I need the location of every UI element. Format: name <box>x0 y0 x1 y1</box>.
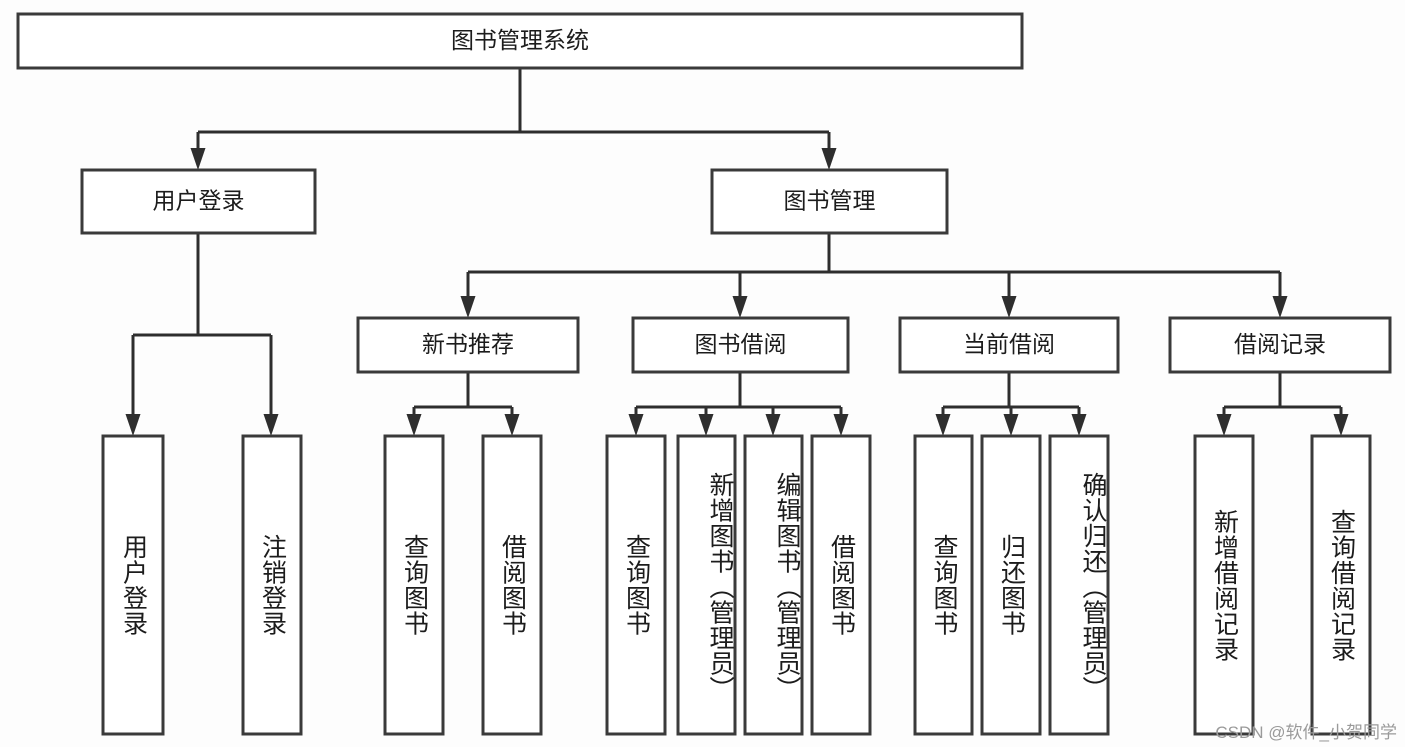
node-leaf-3[interactable] <box>383 434 445 736</box>
node-leaf-6[interactable] <box>676 434 737 736</box>
node-leaf-4[interactable] <box>481 434 543 736</box>
node-leaf-10[interactable] <box>980 434 1042 736</box>
node-leaf-8[interactable] <box>810 434 872 736</box>
node-level2-label-3: 当前借阅 <box>963 331 1055 357</box>
node-level2-label-2: 图书借阅 <box>695 331 787 357</box>
node-level1-2[interactable] <box>710 168 949 235</box>
node-level1-label-1: 用户登录 <box>153 188 245 214</box>
watermark: CSDN @软件_小贺同学 <box>1215 723 1397 742</box>
node-leaf-5[interactable] <box>605 434 667 736</box>
node-level2-3[interactable] <box>898 316 1120 374</box>
node-leaf-12[interactable] <box>1193 434 1255 736</box>
node-level1-label-2: 图书管理 <box>784 188 876 214</box>
node-level2-label-4: 借阅记录 <box>1234 331 1326 357</box>
node-level2-label-1: 新书推荐 <box>422 331 514 357</box>
node-root-label: 图书管理系统 <box>451 27 589 53</box>
node-leaf-2[interactable] <box>241 434 303 736</box>
node-leaf-1[interactable] <box>101 434 165 736</box>
node-level1-1[interactable] <box>80 168 317 235</box>
node-leaf-11[interactable] <box>1048 434 1110 736</box>
node-leaf-13[interactable] <box>1310 434 1372 736</box>
node-level2-4[interactable] <box>1168 316 1392 374</box>
node-level2-2[interactable] <box>631 316 850 374</box>
node-leaf-7[interactable] <box>743 434 804 736</box>
node-root[interactable] <box>16 12 1024 70</box>
node-leaf-9[interactable] <box>913 434 974 736</box>
node-level2-1[interactable] <box>356 316 580 374</box>
edges-layer <box>125 68 1349 436</box>
